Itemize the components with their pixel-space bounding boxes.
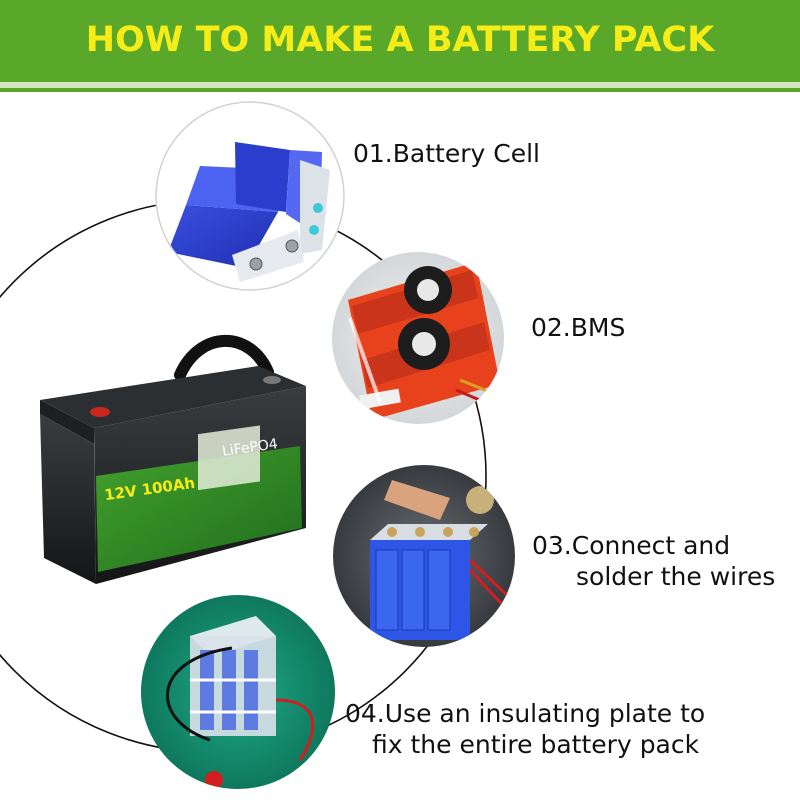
step-3-line-2: solder the wires: [576, 562, 776, 591]
step-1-label: 01.Battery Cell: [353, 138, 540, 169]
header-banner: HOW TO MAKE A BATTERY PACK: [0, 0, 800, 82]
bms-image: [332, 252, 504, 424]
battery-cell-image: [155, 101, 345, 291]
step-3-line-1: 03.Connect and: [532, 531, 731, 560]
step-4-label: 04.Use an insulating plate to fix the en…: [345, 698, 705, 760]
step-3-label: 03.Connect and solder the wires: [532, 530, 775, 592]
header-stripe-bottom: [0, 88, 800, 92]
insulated-pack-image: [141, 595, 335, 789]
step-2-line-1: 02.BMS: [531, 313, 626, 342]
soldering-image: [333, 465, 515, 647]
step-2-label: 02.BMS: [531, 312, 625, 343]
step-4-line-2: fix the entire battery pack: [372, 730, 700, 759]
lifepo4-battery-image: [40, 334, 306, 584]
header-stripe: [0, 82, 800, 88]
step-4-line-1: 04.Use an insulating plate to: [345, 699, 706, 728]
page-title: HOW TO MAKE A BATTERY PACK: [85, 20, 715, 60]
step-1-line-1: 01.Battery Cell: [353, 139, 540, 168]
